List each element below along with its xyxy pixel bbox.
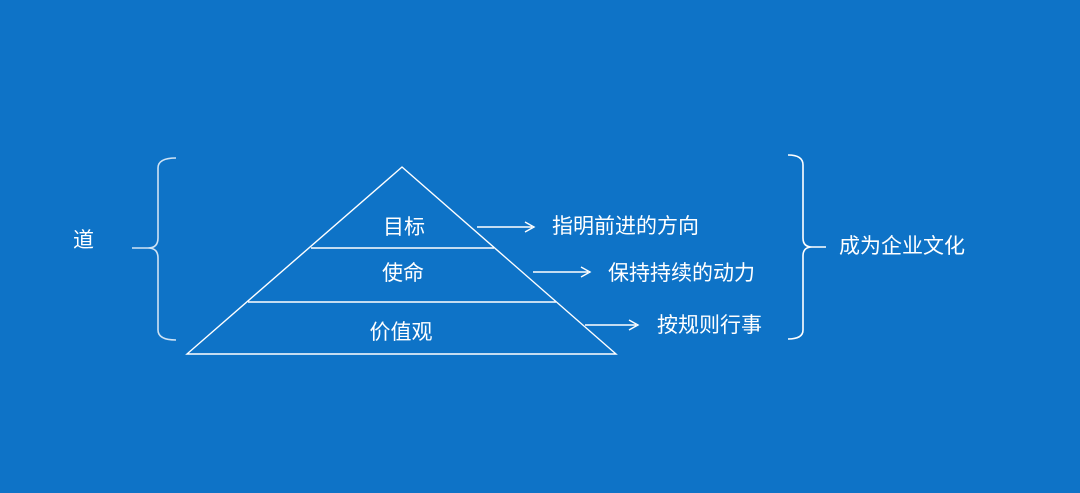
pyramid-level-label-2: 使命 [382, 261, 424, 285]
pyramid-level-label-3: 价值观 [369, 320, 433, 344]
arrow-icon-1 [477, 221, 536, 233]
right-label: 成为企业文化 [839, 234, 965, 258]
level-description-2: 保持持续的动力 [608, 261, 755, 285]
arrow-icon-2 [533, 266, 592, 278]
level-description-1: 指明前进的方向 [552, 214, 699, 238]
pyramid-outline [185, 166, 618, 355]
pyramid-level-label-1: 目标 [383, 215, 425, 239]
left-label: 道 [73, 228, 94, 252]
arrow-icon-3 [585, 319, 640, 331]
left-brace [132, 157, 177, 341]
right-brace [787, 154, 826, 340]
level-description-3: 按规则行事 [657, 313, 762, 337]
